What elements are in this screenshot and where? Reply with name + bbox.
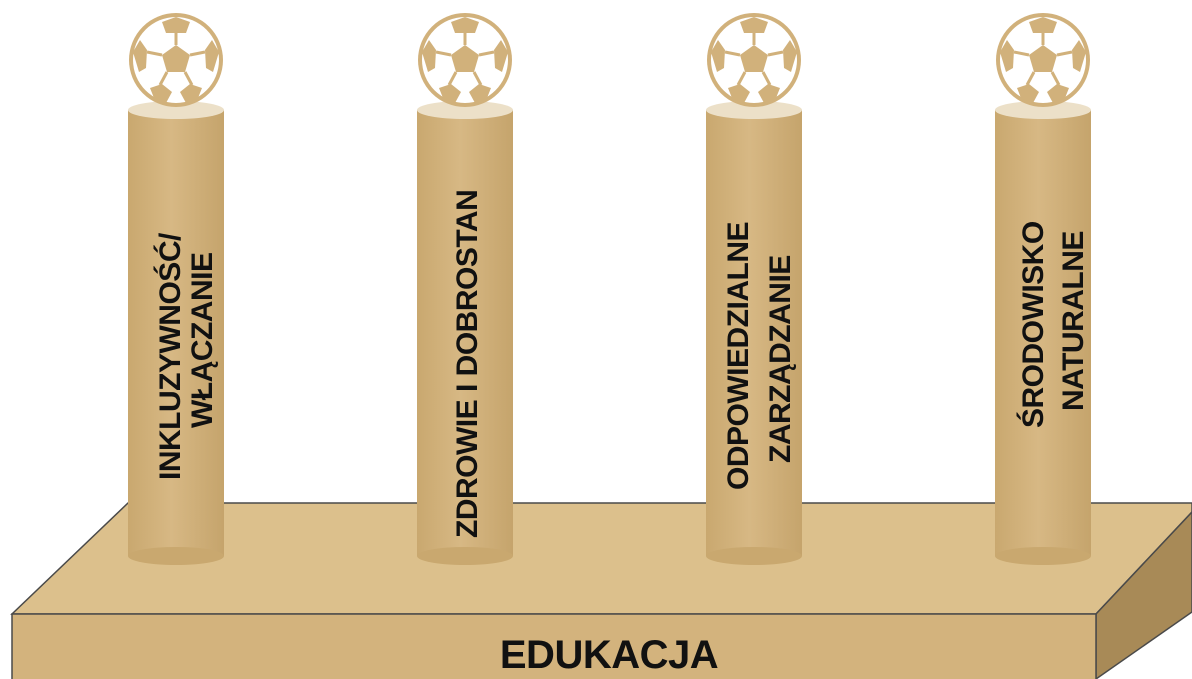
pillar-bottom: [706, 547, 802, 565]
pillar-bottom: [995, 547, 1091, 565]
pillar-body: [995, 110, 1091, 556]
pillar-top: [706, 101, 802, 119]
pillar-3: ODPOWIEDZIALNE ZARZĄDZANIE: [705, 11, 803, 565]
pillar-1: INKLUZYWNOŚĆ/ WŁĄCZANIE: [127, 11, 225, 565]
pillar-bottom: [128, 547, 224, 565]
pillar-label-line2: WŁĄCZANIE: [186, 253, 219, 428]
pillar-top: [128, 101, 224, 119]
football-icon: [416, 11, 514, 109]
base-platform: EDUKACJA: [10, 502, 1192, 679]
pillar-4: ŚRODOWISKO NATURALNE: [994, 11, 1092, 565]
pillar-label-line2: ZARZĄDZANIE: [764, 255, 797, 463]
pillar-label-line1: ŚRODOWISKO: [1016, 221, 1050, 428]
pillar-body: [128, 110, 224, 556]
pillar-label-line1: INKLUZYWNOŚĆ/: [153, 232, 187, 480]
football-icon: [994, 11, 1092, 109]
football-icon: [127, 11, 225, 109]
pillar-2: ZDROWIE I DOBROSTAN: [416, 11, 514, 565]
platform-front-face: [11, 613, 1097, 679]
pillar-top: [417, 101, 513, 119]
pillar-bottom: [417, 547, 513, 565]
football-icon: [705, 11, 803, 109]
pillar-body: [417, 110, 513, 556]
pillar-top: [995, 101, 1091, 119]
pillar-label-line1: ODPOWIEDZIALNE: [722, 222, 755, 490]
pillar-body: [706, 110, 802, 556]
pillar-label-line2: NATURALNE: [1057, 231, 1090, 411]
pillar-label-line1: ZDROWIE I DOBROSTAN: [451, 190, 484, 538]
base-label: EDUKACJA: [500, 633, 718, 677]
